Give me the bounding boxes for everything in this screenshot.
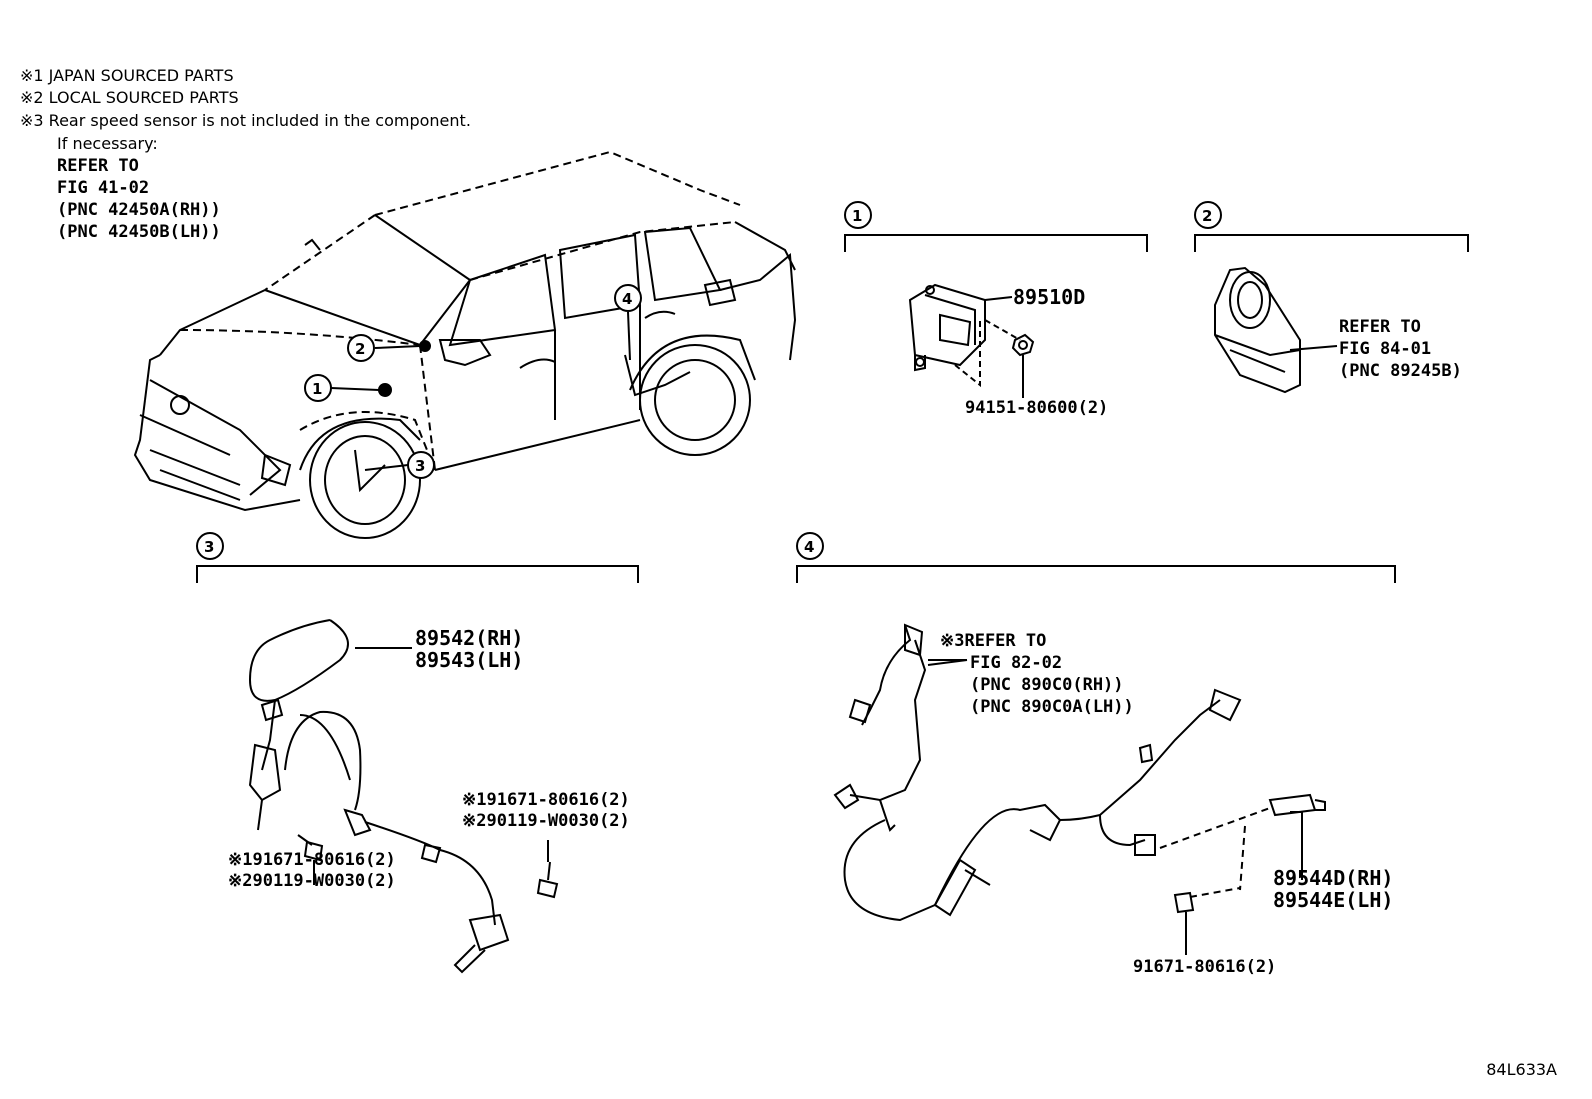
refer-fig-link[interactable]: FIG 84-01 bbox=[1339, 339, 1432, 359]
section-3-number: 3 bbox=[204, 538, 215, 556]
part-number-bolt[interactable]: ※191671-80616(2) bbox=[228, 850, 396, 870]
part-number-nut[interactable]: 94151-80600(2) bbox=[965, 398, 1109, 418]
note-rear-sensor: ※3 Rear speed sensor is not included in … bbox=[20, 111, 471, 130]
part-number-bolt[interactable]: ※191671-80616(2) bbox=[462, 790, 630, 810]
callout-number: 4 bbox=[622, 290, 633, 308]
callout-number: 3 bbox=[415, 457, 426, 475]
note-pnc-rh: (PNC 42450A(RH)) bbox=[57, 200, 221, 220]
refer-to-label: REFER TO bbox=[1339, 317, 1421, 337]
sensor-89510d-drawing bbox=[908, 283, 1035, 398]
part-number-bolt[interactable]: ※290119-W0030(2) bbox=[228, 871, 396, 891]
section-4-number: 4 bbox=[804, 538, 815, 556]
vehicle-callouts bbox=[304, 284, 642, 479]
vehicle-illustration bbox=[133, 150, 797, 539]
refer-fig-link[interactable]: FIG 82-02 bbox=[970, 653, 1063, 673]
section-1-number: 1 bbox=[852, 207, 863, 225]
part-number-89543-lh[interactable]: 89543(LH) bbox=[415, 648, 524, 672]
note-refer-to: REFER TO bbox=[57, 156, 139, 176]
part-number-bolt[interactable]: 91671-80616(2) bbox=[1133, 957, 1277, 977]
refer-to-label: ※3REFER TO bbox=[940, 631, 1047, 651]
refer-pnc-label: (PNC 89245B) bbox=[1339, 361, 1462, 381]
note-japan-sourced: ※1 JAPAN SOURCED PARTS bbox=[20, 66, 234, 85]
part-number-bolt[interactable]: ※290119-W0030(2) bbox=[462, 811, 630, 831]
part-number-89542-rh[interactable]: 89542(RH) bbox=[415, 626, 524, 650]
note-pnc-lh: (PNC 42450B(LH)) bbox=[57, 222, 221, 242]
callout-number: 1 bbox=[312, 380, 323, 398]
steering-sensor-drawing bbox=[1214, 266, 1338, 394]
part-number-89544d-rh[interactable]: 89544D(RH) bbox=[1273, 866, 1394, 890]
part-number-89510d[interactable]: 89510D bbox=[1013, 285, 1086, 309]
callout-number: 2 bbox=[355, 340, 366, 358]
note-fig: FIG 41-02 bbox=[57, 178, 150, 198]
front-speed-sensor-drawing bbox=[248, 619, 559, 974]
part-number-89544e-lh[interactable]: 89544E(LH) bbox=[1273, 888, 1394, 912]
rear-harness-drawing bbox=[833, 623, 1326, 955]
section-brackets bbox=[196, 201, 1469, 583]
section-2-number: 2 bbox=[1202, 207, 1213, 225]
refer-pnc-lh: (PNC 890C0A(LH)) bbox=[970, 697, 1134, 717]
diagram-code: 84L633A bbox=[1486, 1060, 1557, 1079]
note-local-sourced: ※2 LOCAL SOURCED PARTS bbox=[20, 88, 239, 107]
refer-pnc-rh: (PNC 890C0(RH)) bbox=[970, 675, 1124, 695]
note-if-necessary: If necessary: bbox=[57, 134, 158, 153]
